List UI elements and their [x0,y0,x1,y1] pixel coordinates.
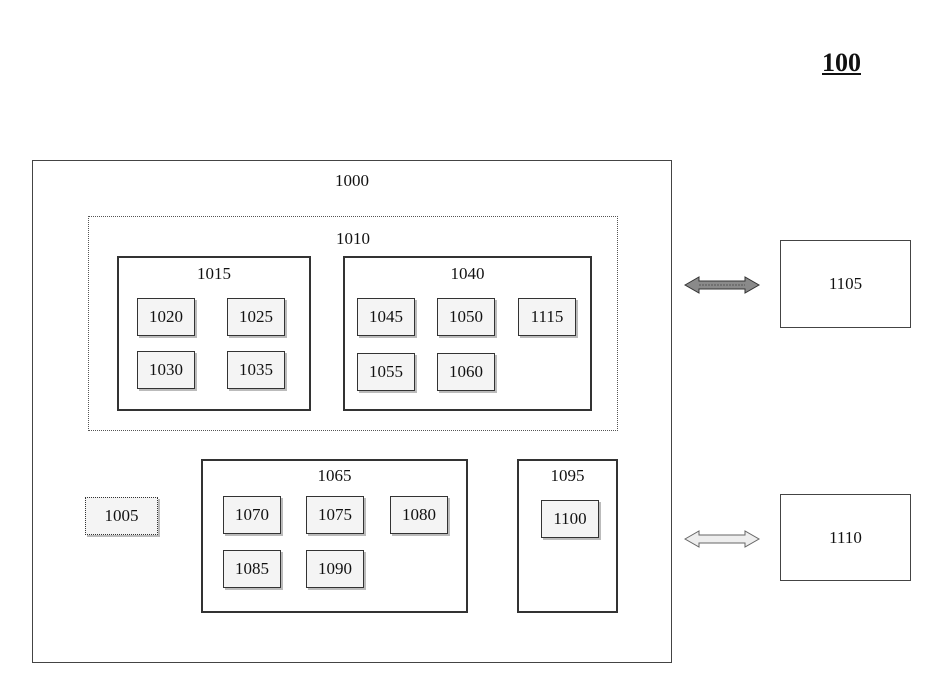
block-1100: 1100 [541,500,599,538]
block-1020: 1020 [137,298,195,336]
group-box-label: 1015 [119,264,309,284]
block-1080: 1080 [390,496,448,534]
unit-box-label: 1010 [89,229,617,249]
group-box-label: 1065 [203,466,466,486]
bidirectional-arrow-icon [683,529,763,549]
system-box-label: 1000 [33,171,671,191]
block-1035: 1035 [227,351,285,389]
block-1045: 1045 [357,298,415,336]
block-1090: 1090 [306,550,364,588]
block-1070: 1070 [223,496,281,534]
block-1005: 1005 [85,497,158,535]
block-1055: 1055 [357,353,415,391]
external-box-1105: 1105 [780,240,911,328]
bidirectional-arrow-icon [683,275,763,295]
block-1050: 1050 [437,298,495,336]
figure-label: 100 [822,48,861,78]
block-1025: 1025 [227,298,285,336]
group-box-1065: 1065 [201,459,468,613]
block-1060: 1060 [437,353,495,391]
group-box-label: 1095 [519,466,616,486]
block-1075: 1075 [306,496,364,534]
block-1085: 1085 [223,550,281,588]
group-box-label: 1040 [345,264,590,284]
block-1030: 1030 [137,351,195,389]
block-1115: 1115 [518,298,576,336]
external-box-1110: 1110 [780,494,911,581]
